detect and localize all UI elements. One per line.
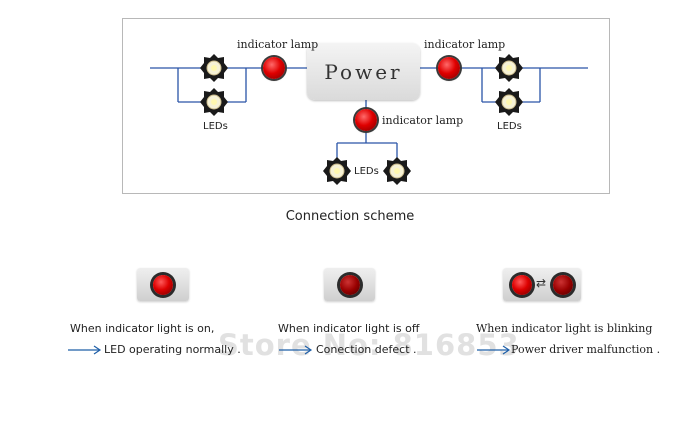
leds-label-bottom: LEDs [354, 166, 379, 177]
condition-blinking-text: When indicator light is blinking [476, 322, 653, 335]
result-blinking-text: Power driver malfunction . [511, 343, 661, 356]
result-on-text: LED operating normally . [104, 343, 241, 356]
indicator-lamp-icon [438, 57, 460, 79]
condition-on-text: When indicator light is on, [70, 322, 215, 335]
indicator-lamp-icon [512, 275, 532, 295]
power-label: Power [324, 59, 403, 84]
right-arrow-icon [477, 345, 511, 355]
store-watermark: Store No: 816853 [218, 328, 520, 362]
indicator-off-panel [324, 268, 375, 301]
right-arrow-icon [68, 345, 102, 355]
led-icon [200, 88, 228, 116]
leds-label-right: LEDs [497, 121, 522, 132]
led-icon [383, 157, 411, 185]
indicator-on-panel [137, 268, 189, 301]
swap-icon: ⇄ [536, 276, 547, 290]
indicator-lamp-icon [340, 275, 360, 295]
led-icon [323, 157, 351, 185]
indicator-lamp-label-right: indicator lamp [424, 38, 506, 51]
leds-label-left: LEDs [203, 121, 228, 132]
indicator-lamp-icon [153, 275, 173, 295]
led-icon [495, 54, 523, 82]
led-icon [200, 54, 228, 82]
right-arrow-icon [279, 345, 313, 355]
diagram-caption: Connection scheme [285, 209, 415, 224]
result-off-text: Conection defect . [316, 343, 417, 356]
condition-off-text: When indicator light is off [278, 322, 420, 335]
indicator-blinking-panel: ⇄ [503, 268, 581, 301]
indicator-lamp-icon [553, 275, 573, 295]
indicator-lamp-icon [355, 109, 377, 131]
led-icon [495, 88, 523, 116]
power-supply-box: Power [307, 43, 420, 100]
indicator-lamp-icon [263, 57, 285, 79]
indicator-lamp-label-left: indicator lamp [237, 38, 319, 51]
indicator-lamp-label-bottom: indicator lamp [382, 114, 464, 127]
